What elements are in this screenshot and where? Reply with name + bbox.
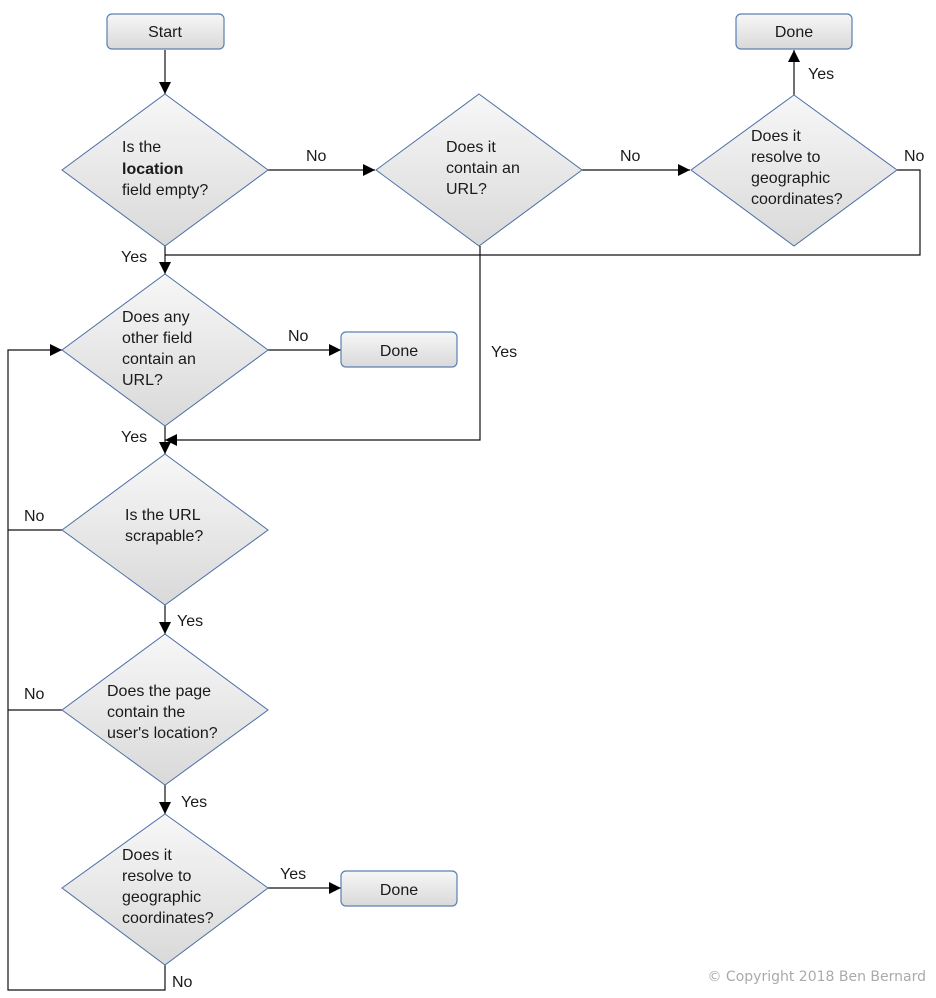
decision-page-location-text: Does the page contain the user's locatio… (107, 683, 218, 742)
label-other-yes: Yes (121, 429, 147, 446)
decision-location-empty-text: Is the location field empty? (122, 139, 208, 199)
done-top-label: Done (775, 24, 813, 41)
label-scrapable-no: No (24, 508, 45, 525)
decision-contains-url-text: Does it contain an URL? (446, 139, 524, 198)
decision-contains-url: Does it contain an URL? (375, 93, 583, 247)
decision-other-field-text: Does any other field contain an URL? (122, 309, 200, 389)
done-mid-label: Done (380, 343, 418, 360)
label-resolve-bottom-yes: Yes (280, 866, 306, 883)
done-bottom-label: Done (380, 882, 418, 899)
label-url-yes: Yes (491, 344, 517, 361)
label-url-no: No (620, 148, 641, 165)
decision-page-location: Does the page contain the user's locatio… (61, 633, 269, 786)
done-bottom-node: Done (340, 870, 458, 907)
decision-resolve-bottom: Does it resolve to geographic coordinate… (61, 813, 269, 966)
edges (7, 50, 921, 991)
done-top-node: Done (735, 13, 853, 50)
edge-labels: No No No Yes Yes Yes No Yes No Yes No Ye… (24, 66, 925, 991)
edge-url-yes (165, 246, 481, 446)
decision-resolve-bottom-text: Does it resolve to geographic coordinate… (122, 847, 214, 927)
label-scrapable-yes: Yes (177, 613, 203, 630)
edge-loop-back (7, 344, 166, 991)
decision-location-empty: Is the location field empty? (61, 93, 269, 247)
done-mid-node: Done (340, 331, 458, 368)
edge-resolve-top-no (165, 169, 921, 256)
label-location-no: No (306, 148, 327, 165)
label-other-no: No (288, 328, 309, 345)
decision-resolve-top-text: Does it resolve to geographic coordinate… (751, 128, 843, 208)
decision-scrapable: Is the URL scrapable? (61, 453, 269, 606)
start-label: Start (148, 24, 182, 41)
decision-scrapable-text: Is the URL scrapable? (125, 507, 204, 545)
decision-other-field: Does any other field contain an URL? (61, 273, 269, 427)
start-node: Start (106, 13, 225, 50)
label-location-yes: Yes (121, 249, 147, 266)
label-resolve-top-yes: Yes (808, 66, 834, 83)
label-page-yes: Yes (181, 794, 207, 811)
label-resolve-top-no: No (904, 148, 925, 165)
decision-resolve-top: Does it resolve to geographic coordinate… (690, 94, 898, 247)
copyright-notice: © Copyright 2018 Ben Bernard (707, 969, 926, 985)
label-page-no: No (24, 686, 45, 703)
label-resolve-bottom-no: No (172, 974, 193, 991)
